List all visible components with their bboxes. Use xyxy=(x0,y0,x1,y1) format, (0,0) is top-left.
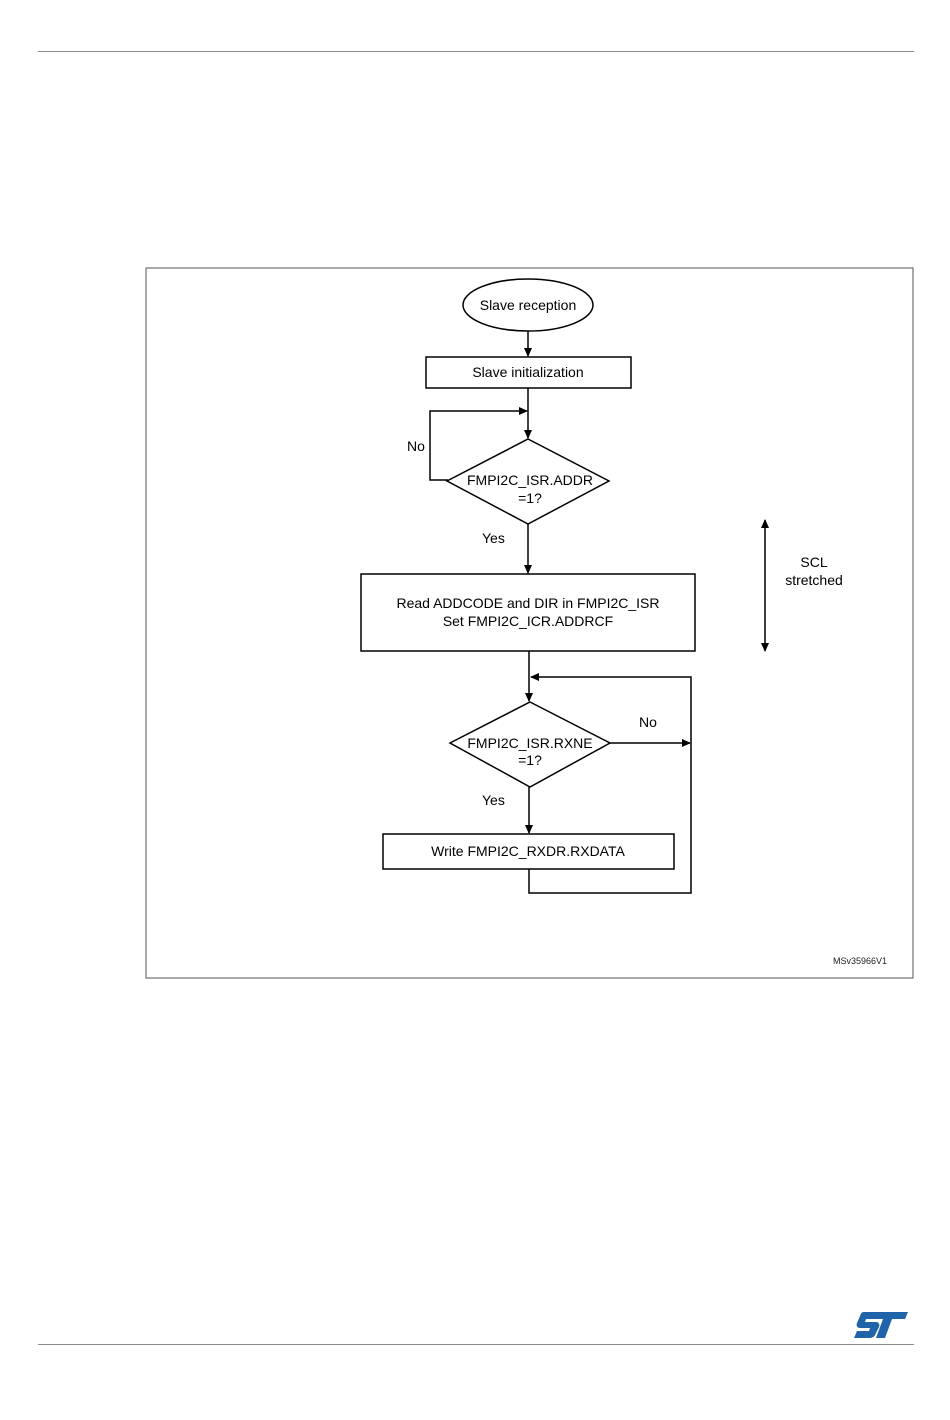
figure-id: MSv35966V1 xyxy=(833,956,887,966)
decision-addr-line2: =1? xyxy=(518,490,542,506)
process-read-line2: Set FMPI2C_ICR.ADDRCF xyxy=(443,613,613,629)
label-no-rxne: No xyxy=(639,714,657,730)
decision-rxne-line1: FMPI2C_ISR.RXNE xyxy=(467,735,592,751)
decision-rxne-line2: =1? xyxy=(518,752,542,768)
scl-label-line2: stretched xyxy=(785,572,843,588)
init-label: Slave initialization xyxy=(472,364,583,380)
label-yes-rxne: Yes xyxy=(482,792,505,808)
start-label: Slave reception xyxy=(480,297,577,313)
label-yes-addr: Yes xyxy=(482,530,505,546)
st-logo-icon xyxy=(852,1310,910,1340)
label-no-addr: No xyxy=(407,438,425,454)
process-read-line1: Read ADDCODE and DIR in FMPI2C_ISR xyxy=(397,595,660,611)
write-label: Write FMPI2C_RXDR.RXDATA xyxy=(431,843,625,859)
scl-label-line1: SCL xyxy=(800,554,827,570)
decision-addr-line1: FMPI2C_ISR.ADDR xyxy=(467,472,593,488)
